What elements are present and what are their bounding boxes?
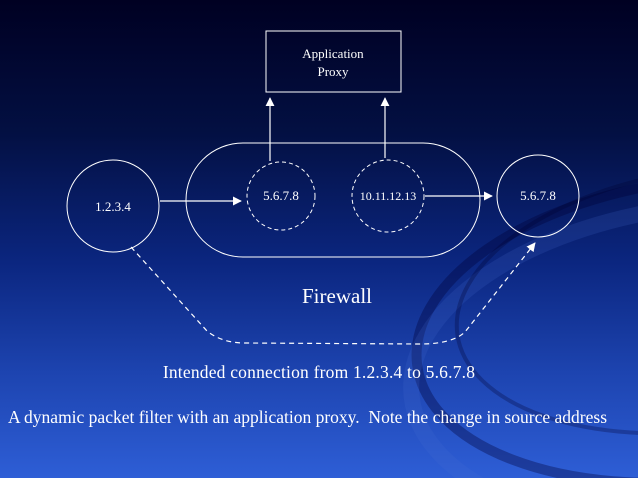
application-proxy-box	[265, 30, 402, 93]
slide-footer-text: A dynamic packet filter with an applicat…	[8, 407, 608, 427]
destination-node-label: 5.6.7.8	[520, 188, 556, 203]
source-node	[66, 159, 160, 253]
translated-address-label: 5.6.7.8	[263, 188, 299, 203]
destination-node	[496, 154, 580, 238]
background-swirl-decoration	[403, 164, 638, 478]
proxy-address-node	[351, 159, 425, 233]
firewall-pill	[185, 142, 481, 258]
translated-address-node	[246, 161, 316, 231]
application-proxy-label-line1: Application	[302, 46, 364, 61]
proxy-address-label: 10.11.12.13	[360, 189, 417, 203]
intended-connection-caption: Intended connection from 1.2.3.4 to 5.6.…	[162, 362, 476, 382]
application-proxy-label-line2: Proxy	[317, 64, 349, 79]
firewall-label: Firewall	[302, 284, 372, 308]
source-node-label: 1.2.3.4	[95, 199, 131, 214]
